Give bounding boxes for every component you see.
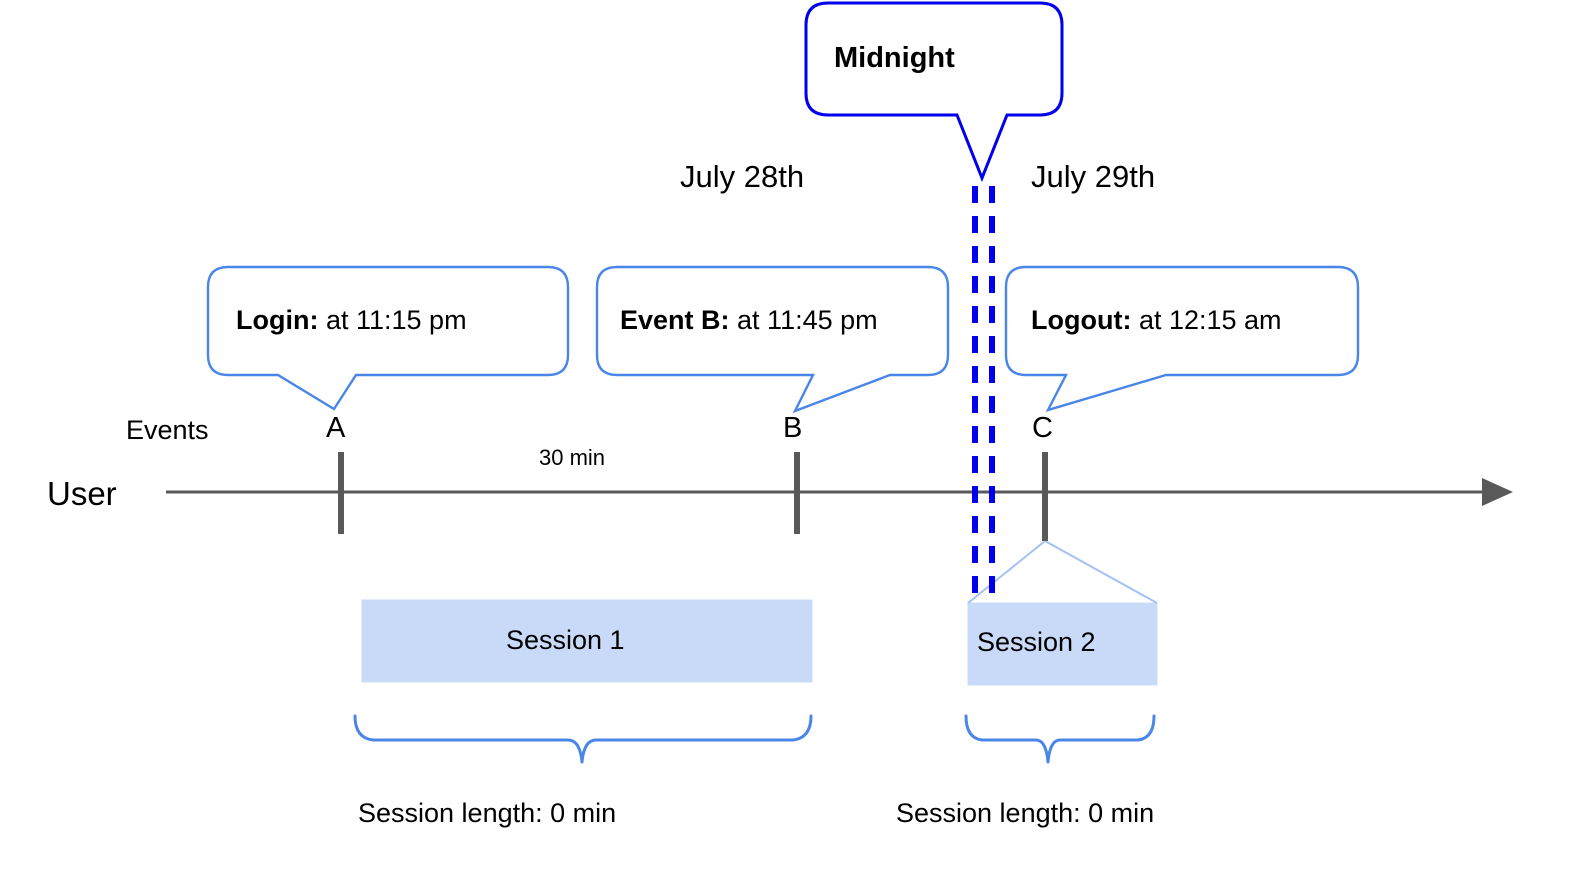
login-callout-text: Login: at 11:15 pm — [236, 307, 467, 334]
event-marker-label-a: A — [326, 412, 346, 444]
event-marker-label-c: C — [1032, 412, 1053, 444]
interval-duration-label: 30 min — [539, 445, 606, 470]
session-2-label: Session 2 — [977, 627, 1096, 657]
login-callout-bold-label: Login: — [236, 305, 319, 335]
midnight-callout-bubble — [804, 1, 1064, 183]
midnight-callout-label: Midnight — [834, 42, 955, 74]
date-label-july-28: July 28th — [680, 159, 805, 194]
logout-callout-rest-label: at 12:15 am — [1131, 305, 1282, 335]
events-row-label: Events — [126, 415, 209, 445]
date-label-july-29: July 29th — [1031, 159, 1156, 194]
user-row-label: User — [47, 475, 117, 512]
event-marker-label-b: B — [783, 412, 803, 444]
session-1-brace — [353, 714, 813, 764]
session-1-length-label: Session length: 0 min — [358, 798, 617, 828]
session-1-label: Session 1 — [506, 625, 625, 655]
session-1-box — [361, 599, 813, 683]
event-b-callout-text: Event B: at 11:45 pm — [620, 307, 878, 334]
session-2-brace — [964, 714, 1156, 764]
login-callout-bubble — [206, 265, 570, 411]
login-callout-rest-label: at 11:15 pm — [318, 305, 467, 335]
event-b-callout-bold-label: Event B: — [620, 305, 730, 335]
event-b-callout-rest-label: at 11:45 pm — [729, 305, 878, 335]
event-b-callout-bubble — [595, 265, 950, 414]
session-2-tent-connector — [967, 539, 1158, 604]
logout-callout-bubble — [1004, 265, 1360, 412]
session-2-box — [967, 602, 1158, 686]
logout-callout-text: Logout: at 12:15 am — [1031, 307, 1282, 334]
timeline-arrowhead — [1482, 478, 1513, 506]
session-2-length-label: Session length: 0 min — [896, 798, 1155, 828]
logout-callout-bold-label: Logout: — [1031, 305, 1132, 335]
